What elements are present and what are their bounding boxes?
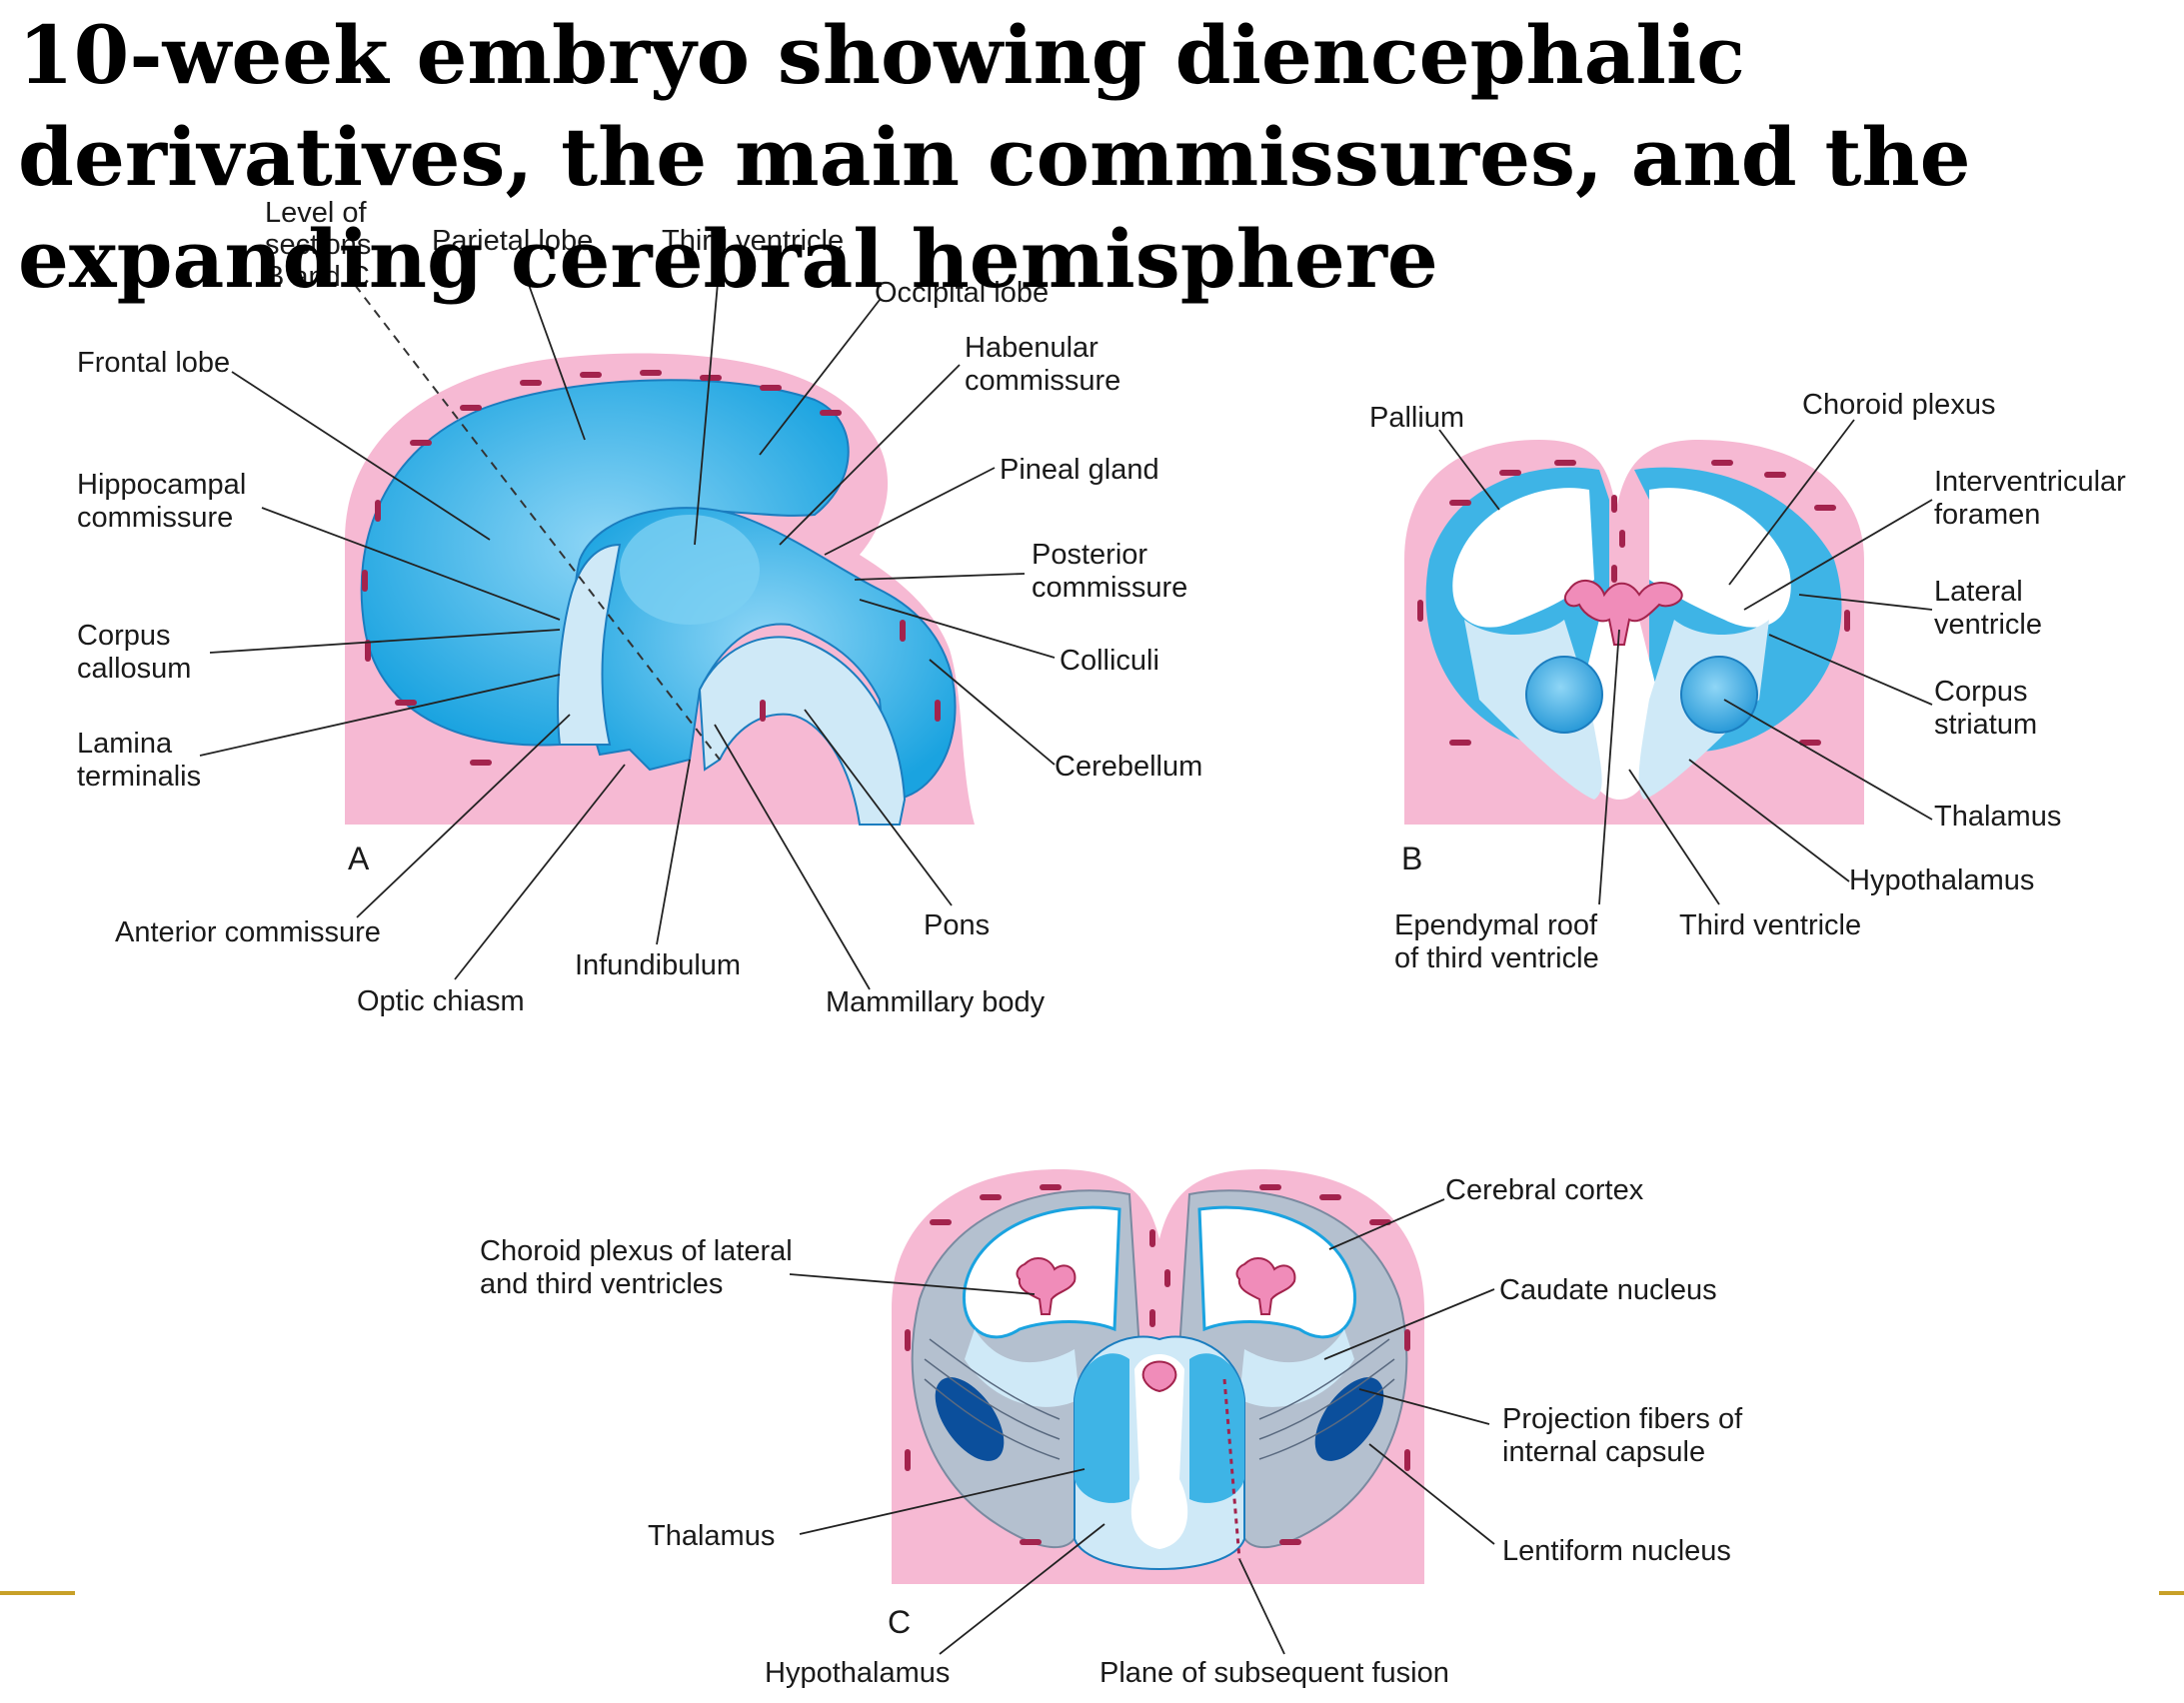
label-corpus-callosum-1: Corpus (77, 620, 171, 652)
panel-c-left-caudate (965, 1329, 1080, 1407)
right-accent-line (2159, 1591, 2184, 1595)
panel-b-mesenchyme-dots (1417, 460, 1850, 746)
label-hippocampal-1: Hippocampal (77, 469, 246, 501)
panel-a-sagittal-section: A Level of sections (77, 197, 1202, 1018)
label-thalamus-b: Thalamus (1934, 801, 2061, 833)
label-optic-chiasm: Optic chiasm (357, 985, 525, 1017)
label-thalamus-c: Thalamus (648, 1520, 775, 1552)
panel-c-coronal-section: C Cerebral cortex Choroid plexus of late… (480, 1169, 1743, 1689)
panel-a-mesenchyme-dots (362, 370, 941, 766)
panel-b-choroid-plexus (1563, 580, 1683, 646)
label-pineal-gland: Pineal gland (1000, 454, 1159, 486)
label-posterior-1: Posterior (1032, 539, 1147, 571)
panel-b-letter: B (1401, 841, 1422, 876)
panel-a-section-level-line (354, 284, 721, 761)
panel-c-choroid-plexus-center (1141, 1360, 1177, 1393)
label-corpus-striatum-1: Corpus (1934, 676, 2028, 708)
label-ependymal-roof-2: of third ventricle (1394, 942, 1599, 974)
label-parietal-lobe: Parietal lobe (432, 225, 593, 257)
label-cerebellum: Cerebellum (1055, 751, 1202, 783)
label-corpus-striatum-2: striatum (1934, 709, 2037, 741)
panel-b-left-striatum (1525, 656, 1603, 734)
panel-c-right-thalamus (1189, 1353, 1244, 1503)
panel-a-third-ventricle (620, 515, 760, 625)
panel-c-choroid-plexus-left (1016, 1257, 1077, 1315)
label-lateral-ventricle-1: Lateral (1934, 576, 2023, 608)
panel-a-brainstem (698, 636, 907, 826)
panel-b-right-ventricle (1649, 488, 1791, 628)
label-lentiform-nucleus: Lentiform nucleus (1502, 1535, 1731, 1567)
label-infundibulum: Infundibulum (575, 949, 741, 981)
panel-b-left-ventricle (1452, 488, 1594, 628)
label-choroid-plexus: Choroid plexus (1802, 389, 1995, 421)
panel-a-lamina (557, 543, 622, 746)
panel-a-leader-lines (199, 259, 1056, 990)
label-caudate-nucleus: Caudate nucleus (1499, 1274, 1717, 1306)
label-third-ventricle-b: Third ventricle (1679, 909, 1861, 941)
panel-c-right-caudate (1239, 1329, 1354, 1407)
slide-title: 10-week embryo showing diencephalic deri… (18, 8, 1971, 306)
label-habenular-2: commissure (965, 365, 1120, 397)
label-posterior-2: commissure (1032, 572, 1187, 604)
label-pons: Pons (924, 909, 990, 941)
panel-c-choroid-plexus-right (1235, 1257, 1296, 1315)
panel-c-fiber-lines (924, 1338, 1395, 1460)
label-interventricular-1: Interventricular (1934, 466, 2126, 498)
label-projection-fibers-2: internal capsule (1502, 1436, 1705, 1468)
label-choroid-plexus-c-1: Choroid plexus of lateral (480, 1235, 793, 1267)
label-ependymal-roof-1: Ependymal roof (1394, 909, 1598, 941)
label-hypothalamus-c: Hypothalamus (765, 1657, 950, 1689)
label-lamina-2: terminalis (77, 761, 201, 793)
panel-c-fusion-plane-dotted (1222, 1378, 1241, 1560)
label-habenular-1: Habenular (965, 332, 1098, 364)
label-corpus-callosum-2: callosum (77, 653, 191, 685)
label-level-of-sections-3: B and C (265, 261, 370, 293)
panel-c-left-lentiform (935, 1377, 1005, 1461)
panel-b-right-striatum (1680, 656, 1758, 734)
label-mammillary-body: Mammillary body (826, 986, 1046, 1018)
label-interventricular-2: foramen (1934, 499, 2040, 531)
panel-c-third-ventricle (1130, 1354, 1188, 1549)
label-plane-of-fusion: Plane of subsequent fusion (1099, 1657, 1449, 1689)
label-frontal-lobe: Frontal lobe (77, 347, 230, 379)
panel-b-leader-lines (1438, 419, 1933, 905)
label-colliculi: Colliculi (1060, 645, 1159, 677)
label-lateral-ventricle-2: ventricle (1934, 609, 2042, 641)
label-lamina-1: Lamina (77, 728, 173, 760)
label-third-ventricle-a: Third ventricle (662, 225, 844, 257)
panel-b-coronal-section: B Pallium Choroid plexus Interventricula… (1369, 389, 2126, 974)
label-pallium: Pallium (1369, 402, 1464, 434)
label-hippocampal-2: commissure (77, 502, 233, 534)
label-level-of-sections-2: sections (265, 229, 371, 261)
panel-c-left-thalamus (1075, 1353, 1129, 1503)
panel-c-letter: C (888, 1604, 911, 1640)
label-projection-fibers-1: Projection fibers of (1502, 1403, 1743, 1435)
panel-c-leader-lines (789, 1198, 1495, 1655)
panel-a-letter: A (348, 841, 370, 876)
label-choroid-plexus-c-2: and third ventricles (480, 1268, 723, 1300)
panel-c-right-lentiform (1314, 1377, 1384, 1461)
left-accent-line (0, 1591, 75, 1595)
label-level-of-sections-1: Level of (265, 197, 368, 229)
label-cerebral-cortex: Cerebral cortex (1445, 1174, 1644, 1206)
label-occipital-lobe: Occipital lobe (875, 277, 1049, 309)
label-hypothalamus-b: Hypothalamus (1849, 864, 2034, 896)
label-anterior-commissure: Anterior commissure (115, 916, 381, 948)
